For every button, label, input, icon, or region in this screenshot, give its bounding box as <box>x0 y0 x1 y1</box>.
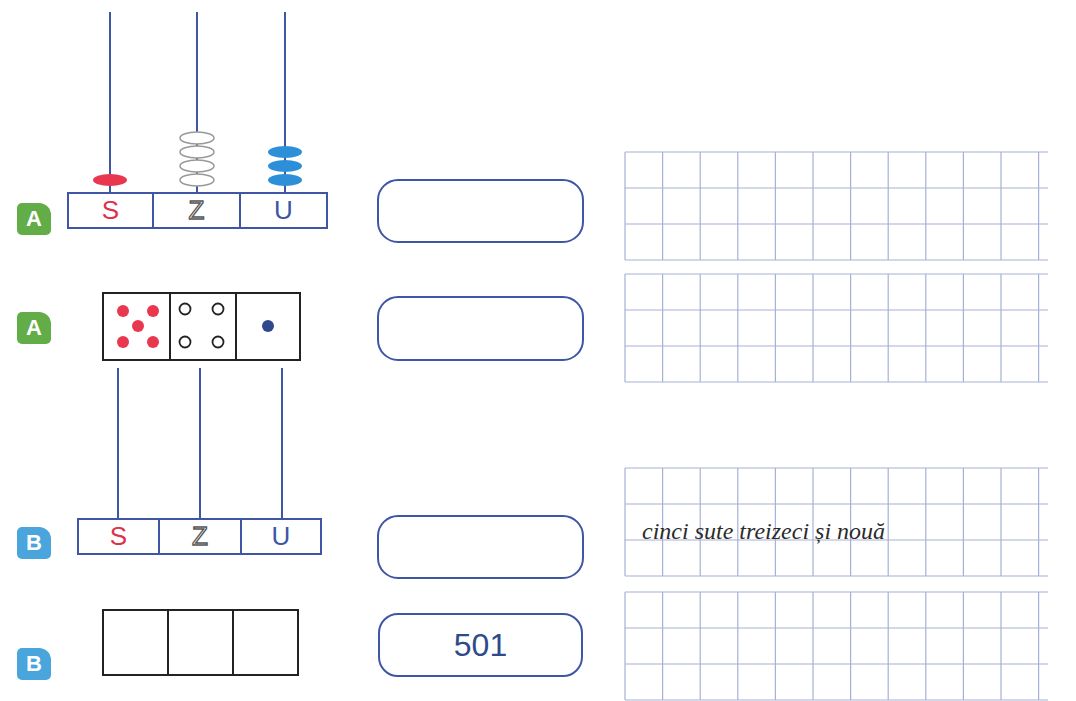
place-value-cell: U <box>239 192 328 229</box>
node-text: Z <box>192 521 208 552</box>
node-text: U <box>274 195 293 226</box>
place-value-cell: S <box>77 518 160 555</box>
place-value-cell: S <box>67 192 154 229</box>
node-text: U <box>272 521 291 552</box>
empty-cells <box>103 610 298 675</box>
exercise-badge: B <box>17 648 51 680</box>
dot-box <box>103 293 300 360</box>
writing-grids <box>625 152 1048 700</box>
exercise-badge: A <box>17 203 51 235</box>
abacus-rods <box>118 368 282 518</box>
exercise-badge: B <box>17 527 51 559</box>
node-text: S <box>110 521 127 552</box>
abacus-beads <box>93 132 302 186</box>
node-text: B <box>26 651 42 677</box>
node-text: 501 <box>454 627 507 664</box>
node-text: Z <box>189 195 205 226</box>
answer-pill: 501 <box>378 613 583 677</box>
node-text: B <box>26 530 42 556</box>
handwritten-number: cinci sute treizeci și nouă <box>642 518 885 545</box>
place-value-cell: U <box>240 518 322 555</box>
answer-pill <box>378 180 583 578</box>
place-value-cell: Z <box>158 518 242 555</box>
node-text: S <box>102 195 119 226</box>
node-text: A <box>26 315 42 341</box>
exercise-badge: A <box>17 312 51 344</box>
node-text: A <box>26 206 42 232</box>
abacus-rods <box>110 12 285 192</box>
place-value-cell: Z <box>152 192 241 229</box>
